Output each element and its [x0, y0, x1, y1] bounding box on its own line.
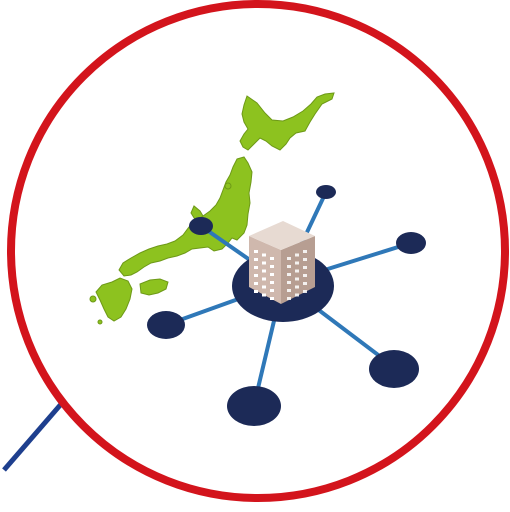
building-window: [270, 273, 274, 276]
japan-map-icon: [89, 92, 335, 325]
building-window: [254, 250, 258, 253]
building-window: [303, 274, 307, 277]
building-window: [287, 257, 291, 260]
building-window: [287, 281, 291, 284]
building-window: [303, 250, 307, 253]
building-window: [287, 265, 291, 268]
building-window: [270, 257, 274, 260]
building-window: [295, 285, 299, 289]
network-nodes: [147, 185, 426, 426]
building-window: [254, 282, 258, 285]
building-window: [262, 253, 266, 257]
network-node-icon: [189, 217, 213, 235]
building-window: [270, 289, 274, 292]
building-window: [254, 290, 258, 293]
building-window: [287, 297, 291, 300]
building-window: [254, 266, 258, 269]
building-window: [295, 293, 299, 297]
building-window: [270, 265, 274, 268]
building-window: [287, 289, 291, 292]
building-window: [303, 258, 307, 261]
network-node-icon: [147, 311, 185, 339]
building-window: [262, 261, 266, 265]
building-window: [262, 285, 266, 289]
office-building-icon: [249, 221, 315, 304]
building-window: [303, 282, 307, 285]
network-node-icon: [369, 350, 419, 388]
building-window: [295, 269, 299, 273]
building-window: [295, 261, 299, 265]
building-window: [254, 258, 258, 261]
building-window: [303, 290, 307, 293]
network-node-icon: [316, 185, 336, 199]
building-window: [262, 293, 266, 297]
building-window: [270, 281, 274, 284]
building-window: [254, 274, 258, 277]
lens-handle: [2, 401, 64, 472]
building-window: [262, 277, 266, 281]
building-window: [295, 253, 299, 257]
building-window: [295, 277, 299, 281]
building-window: [262, 269, 266, 273]
building-window: [287, 273, 291, 276]
building-windows: [254, 250, 307, 300]
network-node-icon: [396, 232, 426, 254]
network-node-icon: [227, 386, 281, 426]
building-window: [270, 297, 274, 300]
building-window: [303, 266, 307, 269]
